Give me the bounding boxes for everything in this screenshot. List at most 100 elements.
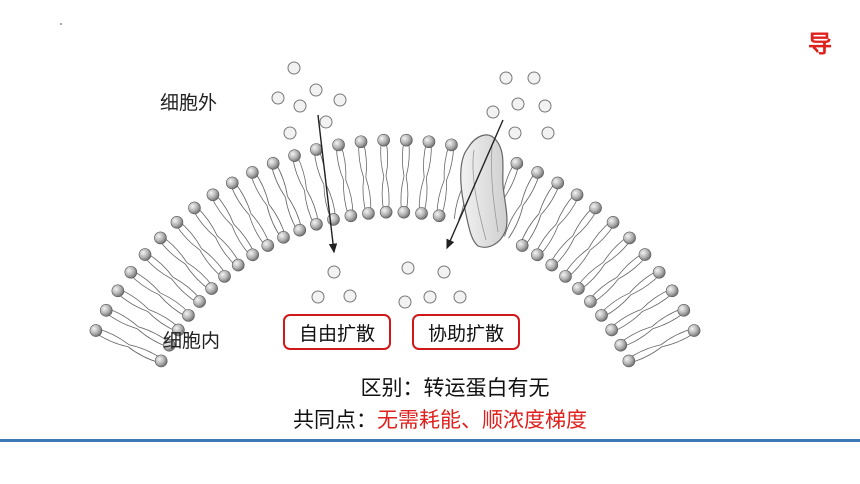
- lipid-head: [445, 138, 458, 152]
- lipid-head: [397, 205, 411, 219]
- lipid-head: [545, 258, 559, 272]
- molecule: [283, 126, 297, 140]
- lipid-head: [622, 354, 636, 368]
- molecule: [453, 290, 467, 304]
- molecules: [271, 61, 555, 309]
- transport-protein: [460, 134, 508, 248]
- lipid-head: [623, 231, 636, 245]
- lipid-head: [344, 209, 358, 223]
- lipid-head: [606, 216, 620, 229]
- molecule: [333, 93, 347, 107]
- lipid-head: [379, 205, 393, 219]
- common-value: 无需耗能、顺浓度梯度: [377, 408, 587, 432]
- molecule: [343, 289, 357, 303]
- molecule: [527, 71, 541, 85]
- molecule: [319, 115, 333, 129]
- lipid-head: [687, 324, 701, 337]
- arrow-facilitated-diffusion: [446, 119, 504, 250]
- lipid-head: [570, 188, 584, 202]
- lipid-head: [515, 239, 529, 252]
- lipid-head: [510, 157, 524, 170]
- lipid-head: [665, 284, 679, 298]
- lipid-head: [332, 138, 345, 152]
- difference-line: 区别：转运蛋白有无: [360, 376, 550, 400]
- molecule: [287, 61, 301, 75]
- lipid-head: [231, 258, 245, 272]
- lipid-head: [154, 231, 167, 245]
- lipid-head: [182, 309, 195, 322]
- lipid-head: [595, 309, 608, 322]
- lipid-head: [559, 270, 572, 283]
- molecule: [423, 290, 437, 304]
- free-diffusion-label: 自由扩散: [298, 322, 375, 345]
- common-line: 共同点：无需耗能、顺浓度梯度: [0, 404, 860, 434]
- lipid-head: [652, 265, 666, 279]
- lipid-head: [246, 248, 259, 262]
- lipid-head: [589, 201, 602, 215]
- lipid-head: [584, 295, 597, 308]
- lipid-head: [205, 282, 218, 295]
- lipid-head: [188, 201, 201, 215]
- lipid-head: [266, 157, 280, 170]
- lipid-head: [354, 135, 368, 149]
- label-inside: 细胞内: [163, 330, 221, 352]
- lipid-head: [400, 133, 413, 147]
- molecule: [538, 99, 552, 113]
- lipid-head: [362, 207, 375, 220]
- molecule: [398, 295, 412, 309]
- molecule: [541, 126, 555, 140]
- molecule: [311, 290, 325, 304]
- lipid-head: [89, 324, 103, 337]
- lipid-tail: [508, 205, 524, 239]
- lipid-head: [422, 135, 436, 149]
- lipid-head: [172, 323, 185, 337]
- lipid-head: [288, 149, 301, 162]
- molecule: [508, 126, 522, 140]
- lipid-head: [154, 354, 168, 368]
- molecule: [309, 83, 323, 97]
- arrow-free-diffusion: [317, 114, 338, 254]
- lipid-head: [293, 223, 307, 237]
- lipid-head: [531, 166, 544, 179]
- molecule: [327, 265, 341, 279]
- bottom-rule: [0, 439, 860, 442]
- lipid-tail: [504, 204, 522, 237]
- lipid-head: [99, 304, 113, 317]
- molecule: [511, 97, 525, 111]
- molecule: [401, 261, 415, 275]
- lipid-head: [677, 304, 691, 317]
- lipid-head: [218, 270, 231, 283]
- lipid-head: [277, 231, 290, 244]
- lipid-head: [261, 239, 275, 252]
- lipid-head: [193, 295, 206, 308]
- molecule: [486, 105, 500, 119]
- lipid-head: [551, 176, 565, 190]
- decor-dot: [60, 23, 62, 25]
- lipid-head: [206, 188, 220, 202]
- lipid-head: [531, 248, 544, 262]
- label-outside: 细胞外: [160, 92, 218, 114]
- facilitated-diffusion-box: 协助扩散: [412, 314, 520, 350]
- lipid-head: [310, 143, 323, 156]
- lipid-head: [638, 248, 652, 261]
- common-prefix: 共同点：: [293, 408, 377, 432]
- corner-mark: 导: [808, 30, 832, 58]
- molecule: [499, 71, 513, 85]
- molecule: [293, 99, 307, 113]
- lipid-head: [138, 248, 152, 261]
- lipid-head: [377, 133, 390, 147]
- molecule: [271, 91, 285, 105]
- facilitated-diffusion-label: 协助扩散: [427, 322, 504, 345]
- lipid-head: [415, 207, 428, 220]
- lipid-head: [111, 284, 125, 298]
- lipid-head: [246, 166, 259, 179]
- free-diffusion-box: 自由扩散: [283, 314, 391, 350]
- lipid-head: [124, 265, 138, 279]
- lipid-head: [605, 323, 618, 337]
- lipid-head: [614, 338, 628, 352]
- lipid-head: [572, 282, 585, 295]
- lipid-head: [225, 176, 239, 190]
- molecule: [437, 265, 451, 279]
- lipid-head: [310, 217, 323, 231]
